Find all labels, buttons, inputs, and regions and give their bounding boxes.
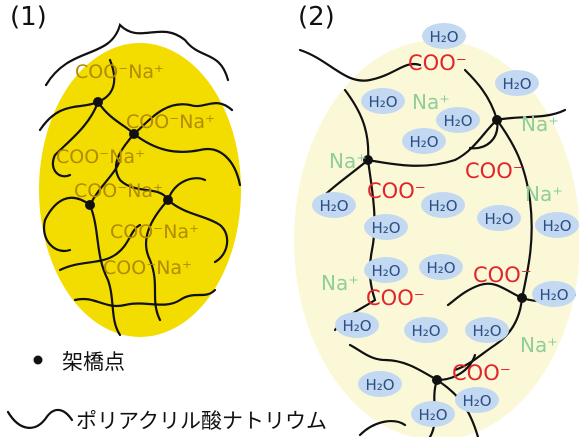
crosslink-point xyxy=(129,129,139,139)
swollen-gel-ellipse xyxy=(294,40,579,437)
coo-na-label: COO⁻Na⁺ xyxy=(56,146,145,168)
crosslink-point xyxy=(517,293,527,303)
carboxylate-labels: COO⁻ COO⁻ COO⁻ COO⁻ COO⁻ COO⁻ xyxy=(366,51,532,385)
water-bubble: H₂O xyxy=(421,192,465,218)
polymer-legend-line xyxy=(6,408,74,429)
swollen-crosslinks xyxy=(363,115,527,385)
coo-minus-label: COO⁻ xyxy=(408,51,467,75)
coo-na-label: COO⁻Na⁺ xyxy=(74,180,163,202)
svg-text:H₂O: H₂O xyxy=(418,406,447,424)
water-molecules: H₂O H₂O H₂O H₂O H₂O H₂O H₂O H₂O H₂O H₂O … xyxy=(312,23,579,427)
water-bubble: H₂O xyxy=(402,128,446,154)
na-plus-label: Na⁺ xyxy=(521,112,559,136)
water-bubble: H₂O xyxy=(436,107,480,133)
coo-minus-label: COO⁻ xyxy=(366,286,425,310)
coo-minus-label: COO⁻ xyxy=(452,361,511,385)
coo-na-label: COO⁻Na⁺ xyxy=(103,257,192,279)
crosslink-point xyxy=(363,155,373,165)
svg-text:H₂O: H₂O xyxy=(462,392,491,410)
na-plus-label: Na⁺ xyxy=(321,271,359,295)
na-plus-label: Na⁺ xyxy=(520,333,558,357)
coo-na-label: COO⁻Na⁺ xyxy=(75,61,164,83)
coo-minus-label: COO⁻ xyxy=(473,263,532,287)
svg-text:H₂O: H₂O xyxy=(365,376,394,394)
water-bubble: H₂O xyxy=(361,88,405,114)
dry-salt-labels: COO⁻Na⁺ COO⁻Na⁺ COO⁻Na⁺ COO⁻Na⁺ COO⁻Na⁺ … xyxy=(56,61,215,279)
crosslink-point xyxy=(492,115,502,125)
svg-text:H₂O: H₂O xyxy=(371,262,400,280)
water-bubble: H₂O xyxy=(535,212,579,238)
water-bubble: H₂O xyxy=(404,317,448,343)
coo-na-label: COO⁻Na⁺ xyxy=(110,221,199,243)
panel-label-2: (2) xyxy=(298,2,335,32)
polymer-legend-label: ポリアクリル酸ナトリウム xyxy=(76,409,327,433)
svg-text:H₂O: H₂O xyxy=(368,93,397,111)
crosslink-point xyxy=(85,200,95,210)
svg-text:H₂O: H₂O xyxy=(539,286,568,304)
water-bubble: H₂O xyxy=(455,387,499,413)
water-bubble: H₂O xyxy=(335,312,379,338)
na-plus-label: Na⁺ xyxy=(329,149,367,173)
svg-text:H₂O: H₂O xyxy=(342,317,371,335)
sodium-labels: Na⁺ Na⁺ Na⁺ Na⁺ Na⁺ Na⁺ xyxy=(321,90,563,357)
water-bubble: H₂O xyxy=(364,214,408,240)
water-bubble: H₂O xyxy=(312,192,356,218)
svg-text:H₂O: H₂O xyxy=(502,75,531,93)
water-bubble: H₂O xyxy=(411,401,455,427)
svg-text:H₂O: H₂O xyxy=(409,133,438,151)
svg-text:H₂O: H₂O xyxy=(371,219,400,237)
svg-text:H₂O: H₂O xyxy=(429,28,458,46)
water-bubble: H₂O xyxy=(477,205,521,231)
crosslink-point xyxy=(163,195,173,205)
svg-text:H₂O: H₂O xyxy=(542,217,571,235)
svg-text:H₂O: H₂O xyxy=(428,197,457,215)
water-bubble: H₂O xyxy=(422,23,466,49)
water-bubble: H₂O xyxy=(465,317,509,343)
water-bubble: H₂O xyxy=(419,254,463,280)
svg-text:H₂O: H₂O xyxy=(472,322,501,340)
water-bubble: H₂O xyxy=(532,281,576,307)
water-bubble: H₂O xyxy=(358,371,402,397)
dry-crosslinks xyxy=(85,97,173,210)
svg-text:H₂O: H₂O xyxy=(484,210,513,228)
crosslink-point xyxy=(93,97,103,107)
coo-na-label: COO⁻Na⁺ xyxy=(126,111,215,133)
crosslink-legend-label: 架橋点 xyxy=(62,350,125,374)
water-bubble: H₂O xyxy=(364,257,408,283)
na-plus-label: Na⁺ xyxy=(525,182,563,206)
svg-text:H₂O: H₂O xyxy=(426,259,455,277)
crosslink-point xyxy=(432,375,442,385)
crosslink-legend-dot xyxy=(33,355,43,365)
svg-text:H₂O: H₂O xyxy=(319,197,348,215)
panel-label-1: (1) xyxy=(10,2,47,32)
coo-minus-label: COO⁻ xyxy=(465,159,524,183)
coo-minus-label: COO⁻ xyxy=(367,179,426,203)
dry-polymer-chains xyxy=(38,22,242,337)
svg-text:H₂O: H₂O xyxy=(443,112,472,130)
water-bubble: H₂O xyxy=(495,70,539,96)
svg-text:H₂O: H₂O xyxy=(411,322,440,340)
na-plus-label: Na⁺ xyxy=(412,90,450,114)
